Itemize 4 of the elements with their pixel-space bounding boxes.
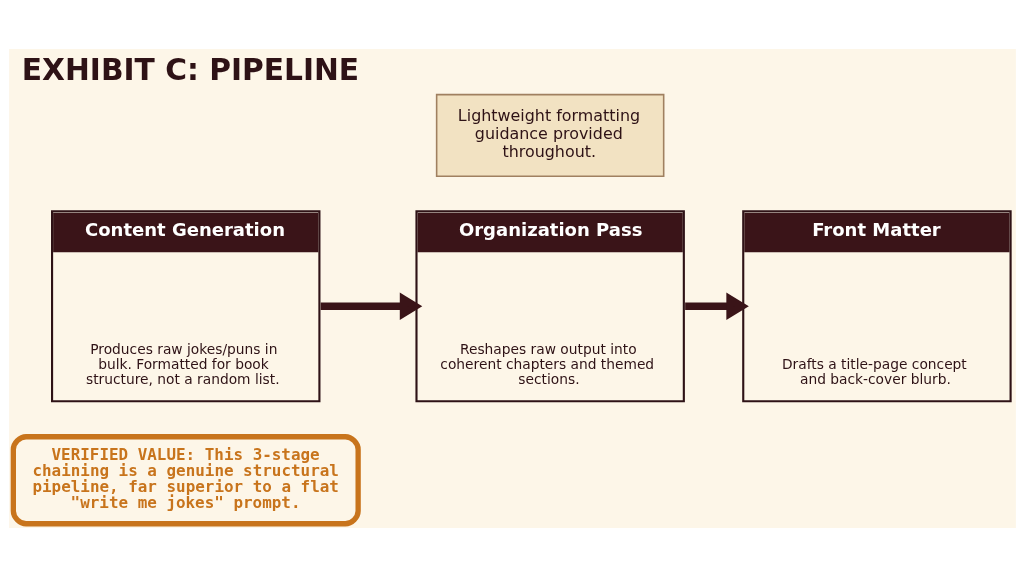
arrow (684, 292, 749, 320)
diagram-title: EXHIBIT C: PIPELINE (21, 51, 359, 87)
node-box: VERIFIED VALUE: This 3-stage chaining is a genuine structural pipeline, far superior to a flat "write me jokes" prompt. (10, 433, 361, 526)
node-box: Lightweight formatting guidance provided throughout. (435, 93, 664, 177)
